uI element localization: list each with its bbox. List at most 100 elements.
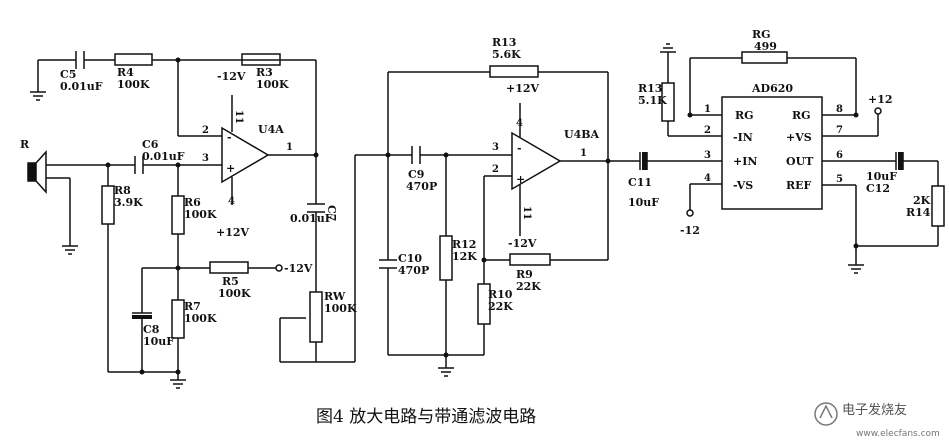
r6-ref-label: R6 <box>184 196 201 209</box>
r6-value-label: 100K <box>184 208 217 221</box>
r5-ref-label: R5 <box>222 275 239 288</box>
c11-value-label: 10uF <box>628 196 659 209</box>
ad620-pin7-num: 7 <box>836 125 843 136</box>
c10-value-label: 470P <box>398 264 429 277</box>
r7-ref-label: R7 <box>184 300 201 313</box>
u4ba-pin-out: 1 <box>580 148 587 159</box>
ground-icon-c5 <box>30 91 46 101</box>
ad620-pin5-label: REF <box>786 179 812 192</box>
ad620-pin7-label: +VS <box>786 131 812 144</box>
r9-value-label: 22K <box>516 280 541 293</box>
c11-ref-label: C11 <box>628 176 652 189</box>
c8-ref-label: C8 <box>143 323 160 336</box>
c5-value-label: 0.01uF <box>60 80 103 93</box>
u4a-name-label: U4A <box>258 123 284 136</box>
u4a-pin-noninv: 3 <box>202 153 209 164</box>
r14-value-label: 2K <box>913 194 931 207</box>
u4ba-supply-pos-label: +12V <box>506 82 540 95</box>
u4ba-minus-sign: - <box>517 142 522 155</box>
ad620-pin8-label: RG <box>792 109 811 122</box>
ad620-name-label: AD620 <box>751 82 793 95</box>
r13b-value-label: 5.1K <box>638 94 667 107</box>
rg-value-label: 499 <box>754 40 777 53</box>
rw-value-label: 100K <box>324 302 357 315</box>
r13a-value-label: 5.6K <box>492 48 521 61</box>
u4a-pin-out: 1 <box>286 142 293 153</box>
ad620-pin1-num: 1 <box>704 104 711 115</box>
u4ba-pin-inv: 2 <box>492 164 499 175</box>
c7-value-label: 0.01uF <box>290 212 333 225</box>
c7-ref-label: C7 <box>325 205 338 221</box>
c6-value-label: 0.01uF <box>142 150 185 163</box>
r9-ref-label: R9 <box>516 268 533 281</box>
watermark-url: www.elecfans.com <box>856 429 940 439</box>
r7-value-label: 100K <box>184 312 217 325</box>
c8-polarity-plate <box>132 315 152 319</box>
u4ba-name-label: U4BA <box>564 128 600 141</box>
u4a-supply-neg-label: -12V <box>217 70 246 83</box>
rg-ref-label: RG <box>752 28 771 41</box>
ad620-pin4-num: 4 <box>704 173 711 184</box>
r14-ref-label: R14 <box>906 206 931 219</box>
r4-value-label: 100K <box>117 78 150 91</box>
c5-ref-label: C5 <box>60 68 76 81</box>
ground-icon-r13 <box>660 43 676 53</box>
r12-ref-label: R12 <box>452 238 476 251</box>
r4-ref-label: R4 <box>117 66 134 79</box>
ground-icon-r12 <box>438 367 454 377</box>
u4a-minus-sign: - <box>227 131 232 144</box>
u4ba-supply-neg-label: -12V <box>508 237 537 250</box>
microphone-icon <box>27 150 47 194</box>
ad620-pin5-num: 5 <box>836 174 843 185</box>
ad620-supply-pos-label: +12 <box>868 93 893 106</box>
c9-ref-label: C9 <box>408 168 424 181</box>
c9-value-label: 470P <box>406 180 437 193</box>
watermark-name: 电子发烧友 <box>842 402 907 418</box>
ad620-pin3-num: 3 <box>704 150 711 161</box>
u4ba-plus-sign: + <box>516 173 525 186</box>
ground-icon-stage1 <box>170 379 186 389</box>
r12-value-label: 12K <box>452 250 477 263</box>
ad620-pin6-num: 6 <box>836 150 843 161</box>
r10-ref-label: R10 <box>488 288 513 301</box>
figure-caption: 图4 放大电路与带通滤波电路 <box>316 407 536 427</box>
r3-value-label: 100K <box>256 78 289 91</box>
rw-ref-label: RW <box>324 290 346 303</box>
r10-value-label: 22K <box>488 300 513 313</box>
ad620-supply-neg-label: -12 <box>680 224 700 237</box>
ad620-pin2-label: -IN <box>733 131 753 144</box>
u4ba-pin-vneg: 11 <box>521 206 532 220</box>
c12-ref-label: C12 <box>866 182 890 195</box>
r13a-ref-label: R13 <box>492 36 516 49</box>
ad620-pin2-num: 2 <box>704 125 711 136</box>
c12-polarity-plate <box>898 152 903 170</box>
r8-ref-label: R8 <box>114 184 131 197</box>
r5-rail-label: -12V <box>284 262 313 275</box>
ad620-pin8-num: 8 <box>836 104 843 115</box>
ad620-pin1-label: RG <box>735 109 754 122</box>
mic-ref-label: R <box>20 138 30 151</box>
c10-ref-label: C10 <box>398 252 422 265</box>
ad620-pin4-label: -VS <box>733 179 753 192</box>
ad620-pin6-label: OUT <box>786 155 814 168</box>
ground-symbols <box>30 43 864 389</box>
c6-ref-label: C6 <box>142 138 159 151</box>
c8-value-label: 10uF <box>143 335 174 348</box>
u4ba-pin-noninv: 3 <box>492 142 499 153</box>
u4a-plus-sign: + <box>226 162 235 175</box>
r5-value-label: 100K <box>218 287 251 300</box>
ground-icon-ref <box>848 264 864 274</box>
r3-ref-label: R3 <box>256 66 273 79</box>
c12-value-label: 10uF <box>866 170 897 183</box>
c11-polarity-plate <box>642 152 647 170</box>
u4a-pin-inv: 2 <box>202 125 209 136</box>
u4a-supply-pos-label: +12V <box>216 226 250 239</box>
ground-icon-mic <box>62 245 78 255</box>
u4a-pin-vneg: 11 <box>233 110 244 124</box>
ad620-pin3-label: +IN <box>733 155 757 168</box>
watermark-logo: 电子发烧友 www.elecfans.com <box>814 402 940 439</box>
r13b-ref-label: R13 <box>638 82 662 95</box>
u4ba-pin-vpos: 4 <box>516 118 523 129</box>
junction-dots <box>105 57 859 375</box>
